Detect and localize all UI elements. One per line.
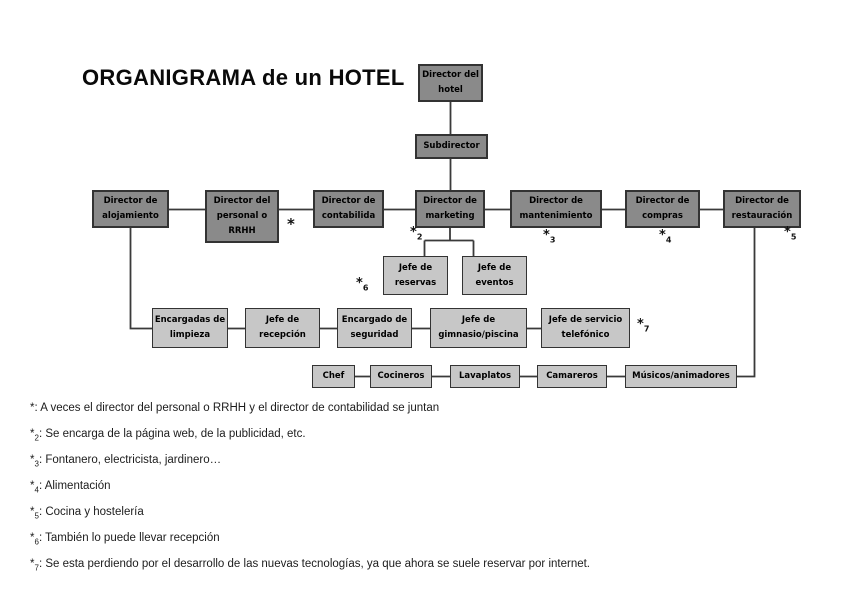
footnote-6-marker: *6 — [30, 532, 39, 547]
footnote-6-text: : También lo puede llevar recepción — [38, 532, 220, 544]
org-node-jefe-eventos: Jefe de eventos — [462, 256, 527, 295]
footnote-4-marker: *4 — [30, 480, 39, 495]
org-node-director-compras: Director de compras — [625, 190, 700, 228]
org-node-encargadas-limpieza: Encargadas de limpieza — [152, 308, 228, 348]
footnote-5: *5: Cocina y hostelería — [30, 504, 820, 520]
asterisk-marker-1: * — [287, 215, 295, 233]
footnote-5-marker: *5 — [30, 506, 39, 521]
footnote-2: *2: Se encarga de la página web, de la p… — [30, 426, 820, 442]
footnote-3: *3: Fontanero, electricista, jardinero… — [30, 452, 820, 468]
org-node-director-contabilidad: Director de contabilida — [313, 190, 384, 228]
footnote-4-text: : Alimentación — [38, 480, 111, 492]
org-node-lavaplatos: Lavaplatos — [450, 365, 520, 388]
asterisk-marker-5: *5 — [784, 225, 797, 242]
org-node-chef: Chef — [312, 365, 355, 388]
org-node-jefe-recepcion: Jefe de recepción — [245, 308, 320, 348]
org-node-jefe-reservas: Jefe de reservas — [383, 256, 448, 295]
asterisk-marker-4: *4 — [659, 228, 672, 245]
org-node-encargado-seguridad: Encargado de seguridad — [337, 308, 412, 348]
footnote-7-text: : Se esta perdiendo por el desarrollo de… — [38, 558, 590, 570]
footnote-3-text: : Fontanero, electricista, jardinero… — [38, 454, 222, 466]
footnote-6: *6: También lo puede llevar recepción — [30, 530, 820, 546]
org-node-musicos-animadores: Músicos/animadores — [625, 365, 737, 388]
asterisk-marker-3: *3 — [543, 228, 556, 245]
org-node-director-hotel: Director del hotel — [418, 64, 483, 102]
footnote-7-marker: *7 — [30, 558, 39, 573]
page-title: ORGANIGRAMA de un HOTEL — [82, 65, 405, 90]
footnote-3-marker: *3 — [30, 454, 39, 469]
footnote-2-text: : Se encarga de la página web, de la pub… — [38, 428, 306, 440]
org-node-cocineros: Cocineros — [370, 365, 432, 388]
org-node-jefe-servicio-telefonico: Jefe de servicio telefónico — [541, 308, 630, 348]
footnotes-block: *: A veces el director del personal o RR… — [30, 400, 820, 582]
asterisk-marker-7: *7 — [637, 317, 650, 334]
footnote-1-marker: * — [30, 402, 35, 414]
org-node-camareros: Camareros — [537, 365, 607, 388]
footnote-7: *7: Se esta perdiendo por el desarrollo … — [30, 556, 820, 572]
org-node-director-marketing: Director de marketing — [415, 190, 485, 228]
org-node-director-alojamiento: Director de alojamiento — [92, 190, 169, 228]
asterisk-marker-2: *2 — [410, 225, 423, 242]
footnote-4: *4: Alimentación — [30, 478, 820, 494]
org-node-director-personal-rrhh: Director del personal o RRHH — [205, 190, 279, 243]
footnote-1: *: A veces el director del personal o RR… — [30, 400, 820, 416]
org-node-director-restauracion: Director de restauración — [723, 190, 801, 228]
org-node-jefe-gimnasio-piscina: Jefe de gimnasio/piscina — [430, 308, 527, 348]
asterisk-marker-6: *6 — [356, 276, 369, 293]
footnote-2-marker: *2 — [30, 428, 39, 443]
org-node-director-mantenimiento: Director de mantenimiento — [510, 190, 602, 228]
footnote-1-text: : A veces el director del personal o RRH… — [34, 402, 440, 414]
footnote-5-text: : Cocina y hostelería — [38, 506, 144, 518]
org-node-subdirector: Subdirector — [415, 134, 488, 159]
